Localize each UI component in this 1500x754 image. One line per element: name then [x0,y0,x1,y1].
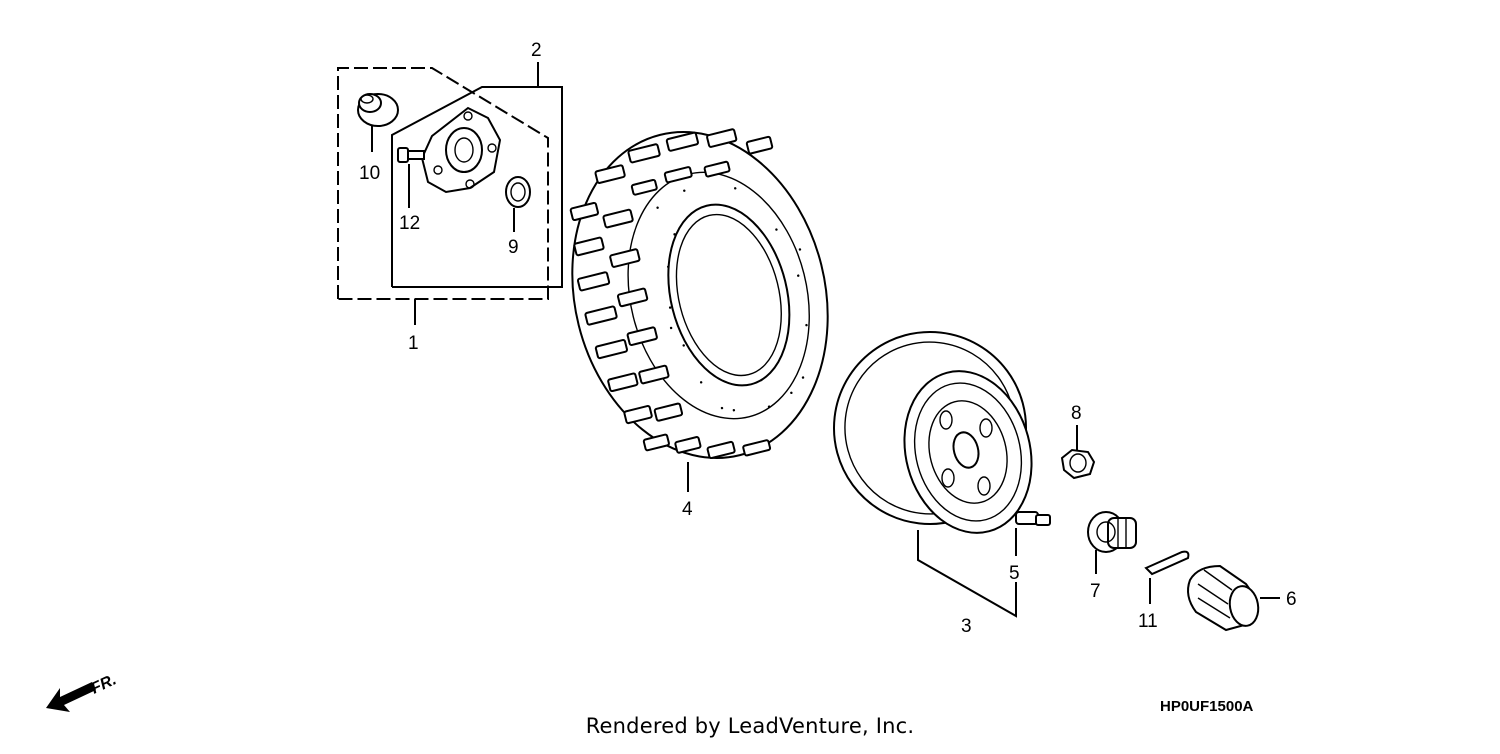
valve-stem-part-5[interactable] [1015,511,1051,556]
callout-7: 7 [1090,581,1101,602]
direction-label: FR. [89,671,120,697]
tire-part-4[interactable] [539,105,862,488]
callout-12: 12 [399,213,420,234]
callout-6: 6 [1286,589,1297,610]
collar-part-10[interactable] [357,93,399,152]
callout-1: 1 [408,333,419,354]
callout-5: 5 [1009,563,1020,584]
callout-11: 11 [1138,611,1158,632]
leader-3 [917,530,1017,618]
oil-seal-part-9[interactable] [505,176,531,232]
callout-9: 9 [508,237,519,258]
hub-part-2[interactable] [420,106,502,194]
hub-assembly-group [337,62,563,325]
tire-texture [656,187,808,412]
callout-10: 10 [359,163,380,184]
callout-labels: 1 2 3 4 5 6 7 8 9 10 11 12 [359,40,1297,637]
wheel-rim-part-3[interactable] [812,310,1049,547]
callout-8: 8 [1071,403,1082,424]
callout-2: 2 [531,40,542,61]
cotter-pin-part-11[interactable] [1144,550,1190,604]
castle-nut-part-7[interactable] [1087,511,1137,574]
tire-tread-lugs [569,128,774,460]
front-direction-arrow-icon: FR. [46,671,119,712]
callout-3: 3 [961,616,972,637]
wheel-nut-part-8[interactable] [1060,425,1096,480]
diagram-code: HP0UF1500A [1160,698,1254,715]
hub-cap-part-6[interactable] [1187,564,1280,632]
stud-bolt-part-12[interactable] [397,147,425,208]
footer-credit: Rendered by LeadVenture, Inc. [585,714,915,738]
callout-4: 4 [682,499,693,520]
